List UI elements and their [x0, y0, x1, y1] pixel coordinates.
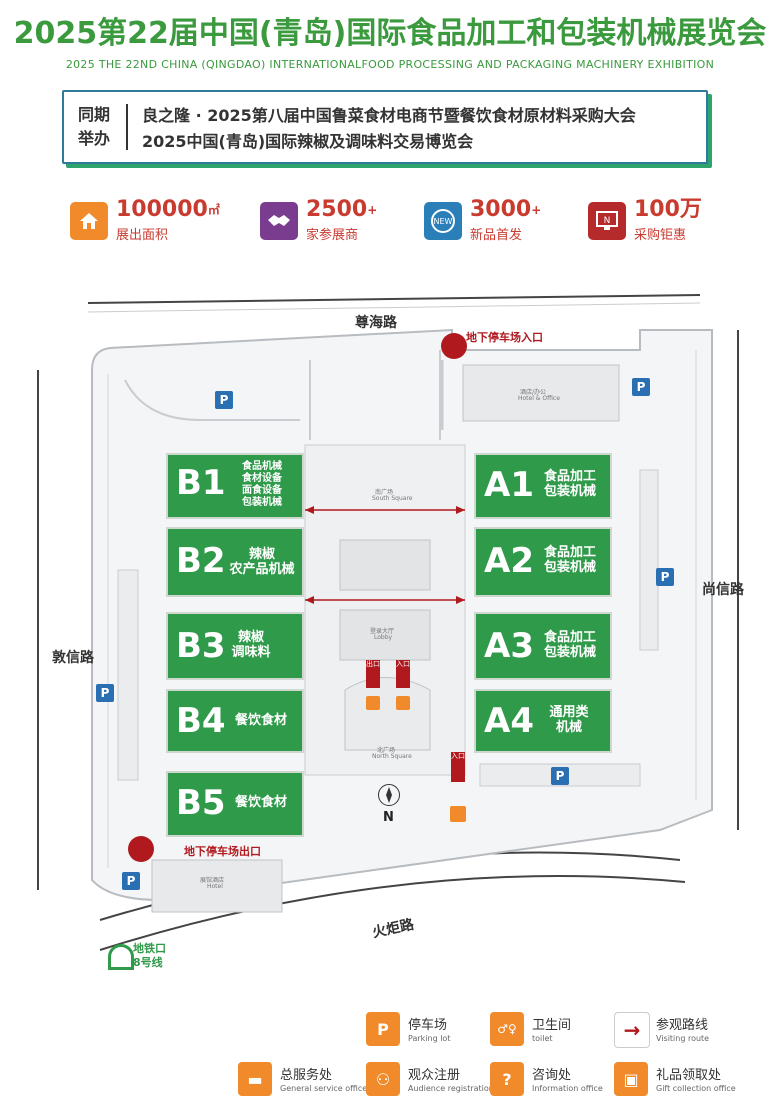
parking-entrance-marker[interactable] [441, 333, 467, 359]
compass-north-label: N [383, 810, 394, 825]
svg-text:N: N [604, 216, 611, 226]
handshake-icon [260, 202, 298, 240]
toilet-icon: ♂♀ [490, 1012, 524, 1046]
new-badge-icon: NEW [424, 202, 462, 240]
hall-b2[interactable]: B2 辣椒农产品机械 [166, 527, 304, 597]
monitor-icon: N [588, 202, 626, 240]
south-square-label: 南广场 [375, 489, 394, 496]
parking-icon: P [122, 872, 140, 890]
service-desk-icon: ▬ [238, 1062, 272, 1096]
page-title: 2025第22届中国(青岛)国际食品加工和包装机械展览会 [13, 16, 767, 51]
service-building-label-en: Hotel [207, 883, 223, 890]
lobby-label: 登录大厅 [370, 628, 395, 635]
gift-icon: ▣ [614, 1062, 648, 1096]
lobby-label-en: Lobby [374, 634, 393, 641]
road-west: 敦信路 [52, 650, 94, 666]
stat-new-products: NEW 3000+ 新品首发 [424, 198, 574, 244]
parking-icon: P [366, 1012, 400, 1046]
hall-a2[interactable]: A2 食品加工包装机械 [474, 527, 612, 597]
co-organized-label: 同期 举办 [78, 105, 111, 148]
people-icon [450, 806, 466, 822]
svg-text:NEW: NEW [434, 217, 453, 226]
parking-entrance-label: 地下停车场入口 [466, 331, 543, 344]
parking-icon: P [551, 767, 569, 785]
entrance-arrow-north: 入口 [396, 660, 410, 688]
people-icon: ⚇ [366, 1062, 400, 1096]
hall-a3[interactable]: A3 食品加工包装机械 [474, 612, 612, 680]
hotel-label-en: Hotel & Office [518, 395, 560, 402]
service-desk-icon [366, 696, 380, 710]
parking-icon: P [215, 391, 233, 409]
entrance-arrow-south: 入口 [451, 752, 465, 782]
house-icon [70, 202, 108, 240]
parking-icon: P [96, 684, 114, 702]
hall-a4[interactable]: A4 通用类机械 [474, 689, 612, 753]
co-organized-divider [126, 104, 128, 150]
stat-exhibitors: 2500+ 家参展商 [260, 198, 410, 244]
metro-icon [108, 944, 134, 970]
parking-icon: P [632, 378, 650, 396]
hall-b4[interactable]: B4 餐饮食材 [166, 689, 304, 753]
hall-a1[interactable]: A1 食品加工包装机械 [474, 453, 612, 519]
hall-b5[interactable]: B5 餐饮食材 [166, 771, 304, 837]
hotel-label: 酒店/办公 [520, 389, 547, 396]
route-arrow-icon: → [614, 1012, 650, 1048]
hall-b3[interactable]: B3 辣椒调味料 [166, 612, 304, 680]
co-event-2: 2025中国(青岛)国际辣椒及调味料交易博览会 [142, 132, 474, 151]
exit-arrow: 出口 [366, 660, 380, 688]
people-icon [396, 696, 410, 710]
parking-icon: P [656, 568, 674, 586]
stat-discount: N 100万 采购钜惠 [588, 198, 738, 244]
service-building-label: 展馆酒店 [200, 877, 225, 884]
question-icon: ? [490, 1062, 524, 1096]
hall-b1[interactable]: B1 食品机械食材设备面食设备包装机械 [166, 453, 304, 519]
road-east: 尚信路 [702, 582, 744, 598]
north-square-label: 北广场 [377, 747, 396, 754]
co-organized-box: 同期 举办 良之隆 · 2025第八届中国鲁菜食材电商节暨餐饮食材原材料采购大会… [62, 90, 708, 164]
north-square-label-en: North Square [372, 753, 412, 760]
parking-exit-marker[interactable] [128, 836, 154, 862]
page-subtitle: 2025 THE 22ND CHINA (QINGDAO) INTERNATIO… [65, 58, 715, 71]
parking-exit-label: 地下停车场出口 [184, 845, 261, 858]
co-event-1: 良之隆 · 2025第八届中国鲁菜食材电商节暨餐饮食材原材料采购大会 [142, 106, 636, 125]
stat-area: 100000㎡ 展出面积 [70, 198, 240, 244]
south-square-label-en: South Square [372, 495, 413, 502]
compass-icon [378, 784, 400, 806]
road-north: 尊海路 [355, 315, 397, 331]
